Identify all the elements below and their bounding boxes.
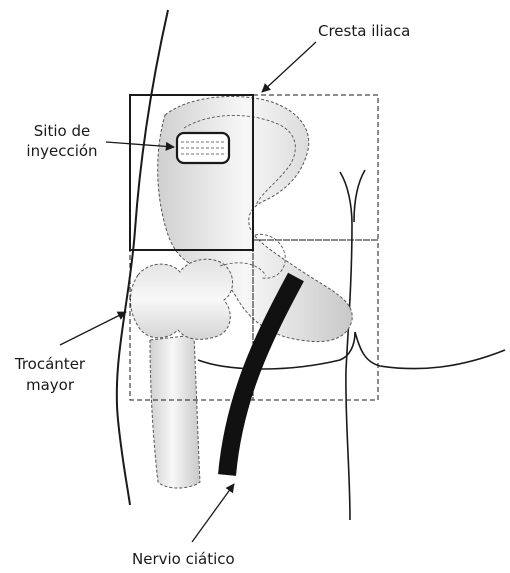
gluteal-cleft-right	[354, 170, 365, 222]
femur-shaft	[150, 335, 200, 488]
sciatic-nerve-label: Nervio ciático	[132, 550, 235, 569]
greater-trochanter-arrow	[60, 312, 126, 345]
injection-site-label-line2: inyección	[20, 142, 104, 161]
greater-trochanter-label-line1: Trocánter	[4, 355, 96, 374]
injection-site-label-line1: Sitio de	[20, 122, 104, 141]
gluteal-cleft-left	[340, 172, 352, 520]
greater-trochanter-label-line2: mayor	[4, 376, 96, 395]
sciatic-nerve-arrow	[192, 484, 234, 542]
iliac-crest-label: Cresta iliaca	[318, 22, 410, 41]
femur-greater-trochanter	[131, 259, 233, 339]
iliac-crest-arrow	[262, 42, 316, 92]
